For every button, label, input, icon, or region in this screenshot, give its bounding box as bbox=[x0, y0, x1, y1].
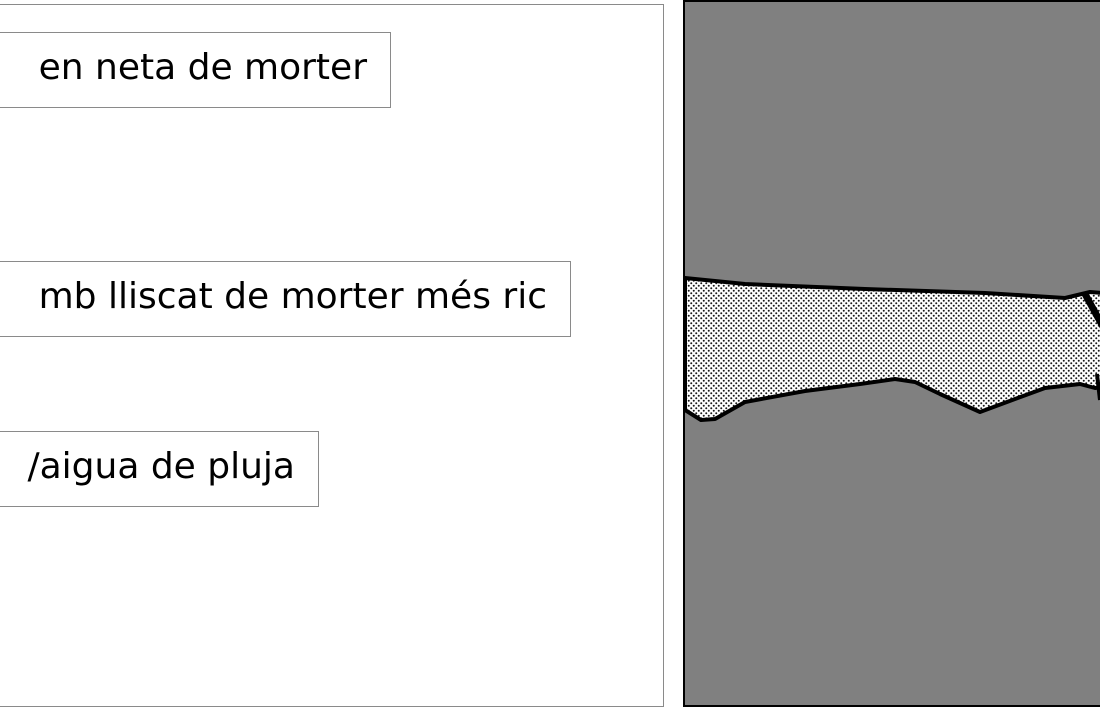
label-mortar-clean-text: en neta de morter bbox=[38, 47, 367, 88]
joint-section-illustration bbox=[683, 0, 1100, 707]
label-mortar-clean: en neta de morter bbox=[0, 32, 391, 108]
label-rainwater: /aigua de pluja bbox=[0, 431, 319, 507]
masonry-joint-section-icon bbox=[685, 2, 1100, 705]
labels-panel: en neta de morter mb lliscat de morter m… bbox=[0, 4, 664, 707]
label-rainwater-text: /aigua de pluja bbox=[27, 446, 295, 487]
sealing-strip bbox=[1081, 292, 1100, 329]
mortar-joint bbox=[685, 276, 1100, 422]
label-mortar-slip: mb lliscat de morter més ric bbox=[0, 261, 571, 337]
label-mortar-slip-text: mb lliscat de morter més ric bbox=[38, 276, 547, 317]
